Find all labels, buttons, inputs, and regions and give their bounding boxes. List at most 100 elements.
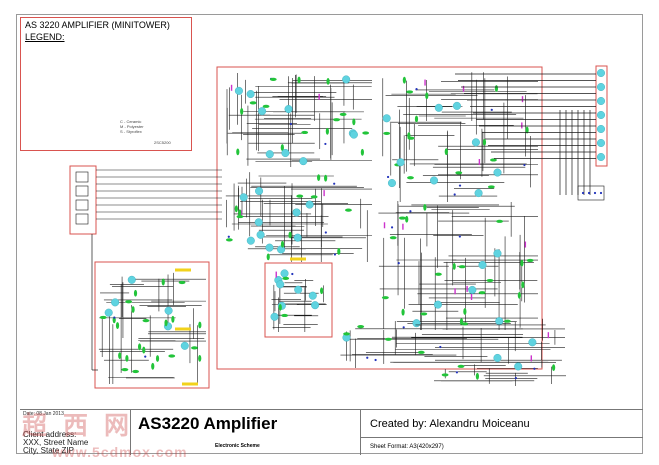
transistor-symbol <box>284 105 293 114</box>
transistor-symbol <box>387 179 396 188</box>
junction-dot <box>599 191 603 195</box>
transistor-symbol <box>293 233 302 242</box>
transistor-symbol <box>597 138 606 147</box>
resistor-symbol <box>360 148 364 156</box>
capacitor-symbol <box>275 271 277 278</box>
resistor-symbol <box>281 313 289 318</box>
transistor-symbol <box>514 362 523 371</box>
transistor-symbol <box>597 110 606 119</box>
resistor-symbol <box>236 148 240 156</box>
resistor-symbol <box>478 291 486 295</box>
input-connector <box>75 185 89 197</box>
title-divider <box>360 437 643 438</box>
transistor-symbol <box>276 280 285 289</box>
resistor-symbol <box>494 85 499 92</box>
resistor-symbol <box>423 203 427 211</box>
resistor-symbol <box>133 289 138 297</box>
author-credit: Created by: Alexandru Moiceanu <box>370 418 530 430</box>
junction-dot <box>523 163 526 167</box>
transistor-symbol <box>246 236 255 245</box>
resistor-symbol <box>362 131 370 135</box>
resistor-symbol <box>405 215 409 223</box>
resistor-symbol <box>401 308 405 316</box>
resistor-symbol <box>345 208 352 212</box>
legend-capacitor-types: C - Ceramic M - Polyester S - Styroflex <box>120 119 144 134</box>
resistor-symbol <box>198 321 202 329</box>
resistor-symbol <box>269 77 277 81</box>
junction-dot <box>144 355 147 358</box>
client-address-line: XXX, Street Name <box>23 438 89 447</box>
section-frame <box>69 165 97 235</box>
transistor-symbol <box>468 285 477 294</box>
resistor-symbol <box>320 287 324 295</box>
resistor-symbol <box>115 322 120 329</box>
junction-dot <box>402 326 405 329</box>
resistor-symbol <box>490 158 497 162</box>
junction-dot <box>333 253 337 256</box>
resistor-symbol <box>118 352 122 360</box>
junction-dot <box>453 193 456 196</box>
resistor-symbol <box>131 306 135 313</box>
resistor-symbol <box>455 171 463 175</box>
resistor-symbol <box>151 362 155 370</box>
resistor-symbol <box>155 355 160 362</box>
transistor-symbol <box>478 260 487 269</box>
resistor-symbol <box>280 240 285 248</box>
section-frame <box>595 65 608 167</box>
capacitor-symbol <box>524 241 527 248</box>
capacitor-symbol <box>466 285 468 292</box>
resistor-symbol <box>414 115 419 123</box>
resistor-symbol <box>99 315 107 320</box>
resistor-symbol <box>191 346 198 350</box>
resistor-symbol <box>317 174 321 182</box>
resistor-symbol <box>486 278 494 283</box>
resistor-symbol <box>225 238 233 242</box>
resistor-symbol <box>262 104 270 108</box>
transistor-symbol <box>495 317 504 326</box>
junction-dot <box>397 262 400 265</box>
transistor-symbol <box>292 208 301 217</box>
capacitor-symbol <box>383 222 386 229</box>
resistor-symbol <box>238 209 242 217</box>
resistor-symbol <box>482 138 487 146</box>
resistor-symbol <box>525 126 529 134</box>
junction-dot <box>458 184 462 187</box>
transistor-symbol <box>294 285 303 294</box>
resistor-symbol <box>310 195 318 199</box>
resistor-symbol <box>463 308 467 315</box>
junction-dot <box>289 122 292 126</box>
transistor-symbol <box>597 124 606 133</box>
title-divider <box>130 410 131 455</box>
transistor-symbol <box>311 301 320 310</box>
transistor-symbol <box>349 130 358 139</box>
resistor-symbol <box>343 332 350 336</box>
resistor-symbol <box>333 118 340 122</box>
rail-label <box>175 327 191 331</box>
resistor-symbol <box>125 354 129 362</box>
transistor-symbol <box>597 68 606 77</box>
junction-dot <box>593 191 597 195</box>
resistor-symbol <box>517 291 521 299</box>
transistor-symbol <box>597 82 606 91</box>
resistor-symbol <box>161 278 165 286</box>
transistor-symbol <box>342 75 351 84</box>
transistor-symbol <box>127 275 136 284</box>
junction-dot <box>490 108 493 111</box>
title-block: Date: 08 Jan 2013 Client address: XXX, S… <box>20 409 643 455</box>
junction-dot <box>409 210 412 213</box>
resistor-symbol <box>381 296 389 300</box>
transistor-symbol <box>277 245 286 254</box>
transistor-symbol <box>255 187 264 196</box>
junction-dot <box>415 88 418 91</box>
title-divider <box>360 410 361 455</box>
junction-dot <box>374 358 377 362</box>
legend-package-label: 2SC5200 <box>154 140 171 145</box>
capacitor-symbol <box>424 79 426 86</box>
resistor-symbol <box>121 368 129 372</box>
resistor-symbol <box>444 148 448 156</box>
transistor-symbol <box>471 138 480 147</box>
resistor-symbol <box>280 144 284 151</box>
resistor-symbol <box>402 76 406 84</box>
